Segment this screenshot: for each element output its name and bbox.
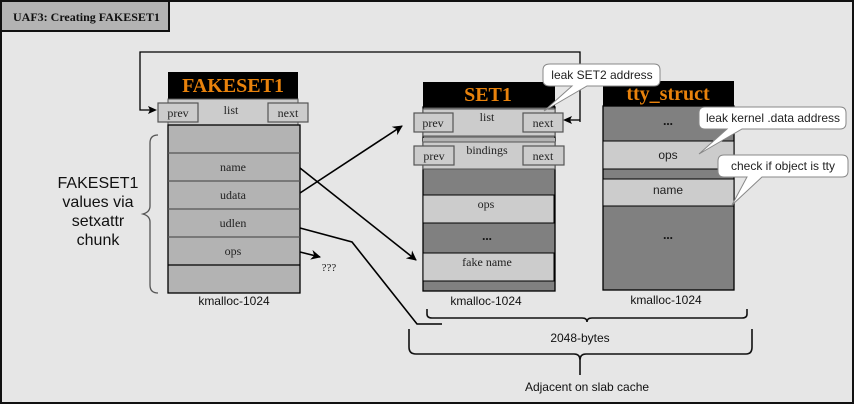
- ops-unknown-label: ???: [322, 262, 337, 274]
- set1-bindings-prev-box: [413, 145, 455, 166]
- tty-ops-label: ops: [658, 148, 677, 162]
- fakeset1-list-label: list: [224, 103, 239, 117]
- note-line-2: values via: [62, 194, 133, 211]
- pair-brace-label: 2048-bytes: [550, 331, 609, 345]
- set1-list-prev-box: [413, 112, 454, 133]
- fakeset1-next-box: [267, 102, 309, 123]
- fakeset1-field-udlen: udlen: [220, 216, 247, 230]
- note-line-3: setxattr: [72, 213, 125, 230]
- set1-list-next-box: [522, 112, 564, 133]
- set1-footer: kmalloc-1024: [450, 294, 522, 308]
- pair-brace: [426, 309, 748, 323]
- set1-ops-label: ops: [478, 197, 495, 211]
- fakeset1-next-label: next: [278, 106, 299, 120]
- tty-name-row: [602, 178, 735, 207]
- fakeset-values-note: FAKESET1 values via setxattr chunk: [58, 175, 139, 249]
- set1-ellipsis: ...: [482, 228, 492, 243]
- fakeset1-footer: kmalloc-1024: [198, 294, 270, 308]
- callout-leak-kernel: leak kernel .data address: [698, 106, 847, 155]
- set1-ops-row: [422, 194, 555, 224]
- tty-name-label: name: [653, 183, 683, 197]
- set1-list-label: list: [480, 110, 495, 124]
- set1-fake-name-label: fake name: [462, 255, 512, 269]
- fakeset1-header-bg: [168, 72, 298, 99]
- set1-header: SET1: [464, 84, 512, 106]
- adjacent-brace-label: Adjacent on slab cache: [525, 380, 649, 394]
- callout-check-tty: check if object is tty: [717, 154, 849, 206]
- set1-bindings-label: bindings: [466, 143, 508, 157]
- callout-leak-kernel-text: leak kernel .data address: [706, 111, 840, 125]
- tty-ellipsis-bottom: ...: [663, 227, 673, 242]
- fakeset-values-brace: [140, 134, 159, 294]
- tty-struct: tty_struct ... ops name ... kmalloc-1024: [602, 81, 735, 307]
- ops-to-unknown-arrow: [299, 249, 321, 260]
- note-line-1: FAKESET1: [58, 175, 139, 192]
- arrow-into-fakeset-prev: [148, 106, 157, 114]
- set1-bindings-next-box: [522, 145, 565, 166]
- tty-header: tty_struct: [626, 83, 710, 105]
- set1-fake-name-row: [422, 252, 555, 282]
- tty-ellipsis-top: ...: [663, 113, 673, 128]
- callout-leak-set2-text: leak SET2 address: [551, 68, 652, 82]
- udlen-to-brace-line: [299, 227, 442, 325]
- fakeset1-field-name: name: [220, 160, 246, 174]
- udata-to-set1-list-arrow: [299, 125, 403, 194]
- fakeset1-struct: FAKESET1 list prev next name udata udlen op…: [157, 72, 309, 308]
- fakeset1-prev-box: [157, 102, 199, 123]
- set1-bindings-next-label: next: [533, 149, 554, 163]
- set1-list-prev-label: prev: [422, 116, 443, 130]
- arrowhead-set1-next: [563, 116, 572, 124]
- fakeset1-field-ops: ops: [225, 244, 242, 258]
- tty-footer: kmalloc-1024: [630, 293, 702, 307]
- diagram-title: UAF3: Creating FAKESET1: [2, 2, 170, 32]
- fakeset1-prev-label: prev: [167, 106, 188, 120]
- callout-leak-set2: leak SET2 address: [542, 63, 661, 112]
- set1-separator: [423, 138, 555, 142]
- set1-header-bg: [423, 82, 555, 107]
- set1-bindings-prev-label: prev: [423, 149, 444, 163]
- callout-check-tty-text: check if object is tty: [731, 159, 835, 173]
- fakeset1-field-udata: udata: [220, 188, 247, 202]
- fakeset1-header: FAKESET1: [182, 75, 284, 97]
- set1-list-next-label: next: [533, 116, 554, 130]
- set1-struct: SET1 list prev next bindings prev next o…: [413, 82, 565, 308]
- name-to-fake-name-arrow: [299, 167, 417, 261]
- note-line-4: chunk: [77, 232, 121, 249]
